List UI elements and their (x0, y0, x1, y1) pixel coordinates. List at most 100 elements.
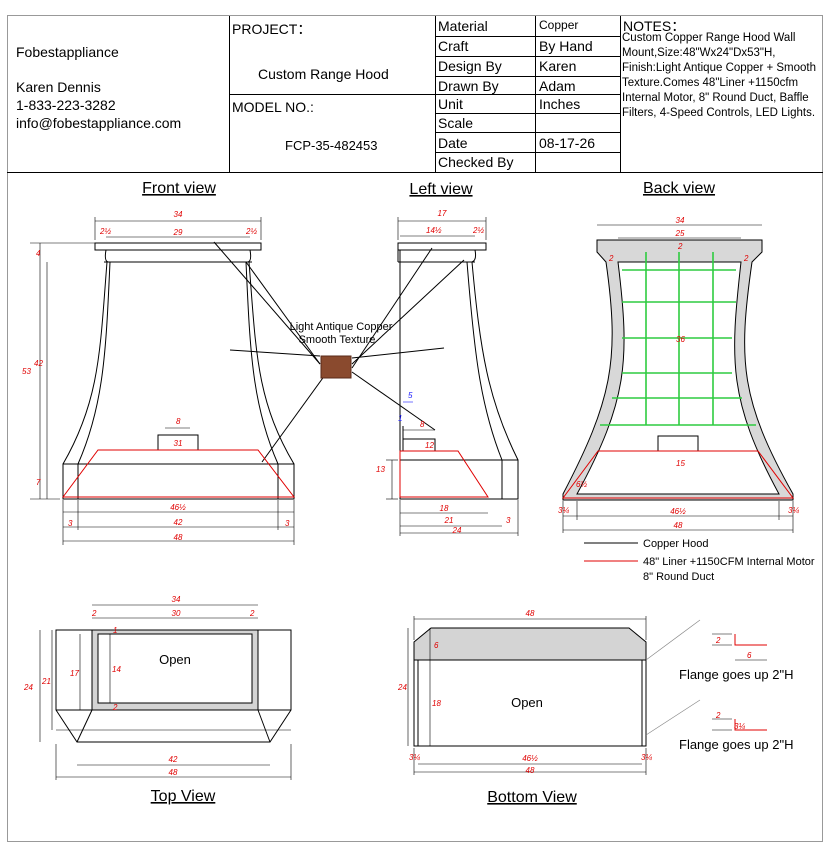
left-dim-w12: 12 (425, 441, 434, 450)
top-dim-h21: 21 (41, 677, 51, 686)
front-dim-h42: 42 (34, 359, 43, 368)
bottom-dim-v6: 6 (434, 641, 439, 650)
top-open-label: Open (159, 652, 191, 667)
company-name: Fobestappliance (16, 44, 119, 60)
front-dim-left-2: 2½ (99, 227, 111, 236)
back-dim-h6: 6½ (576, 480, 587, 489)
title-block-grid (7, 15, 823, 842)
left-dim-w2: 2½ (472, 226, 484, 235)
legend-liner: 48" Liner +1150CFM Internal Motor (643, 556, 815, 568)
back-dim-c2: 2 (677, 242, 683, 251)
front-dim-top-width: 34 (174, 210, 183, 219)
bottom-dim-r3: 3¼ (641, 753, 652, 762)
left-dim-h13: 13 (376, 465, 385, 474)
top-dim-w42: 42 (169, 755, 178, 764)
contact-phone: 1-833-223-3282 (16, 97, 116, 113)
front-dim-w46: 46½ (170, 503, 186, 512)
back-dim-l2: 2 (608, 254, 614, 263)
field-value-date: 08-17-26 (539, 135, 596, 151)
field-label-checked-by: Checked By (438, 154, 514, 170)
front-dim-w48: 48 (174, 533, 183, 542)
legend-copper: Copper Hood (643, 538, 708, 550)
top-view-drawing: 34 2 30 2 1 17 14 21 24 2 42 48 Open (23, 595, 292, 780)
back-dim-w34: 34 (676, 216, 685, 225)
back-dim-r2: 2 (743, 254, 749, 263)
bottom-dim-h18: 18 (432, 699, 441, 708)
top-dim-w48: 48 (169, 768, 178, 777)
left-dim-v5: 5 (408, 391, 413, 400)
front-dim-right-2: 2½ (245, 227, 257, 236)
contact-email: info@fobestappliance.com (16, 115, 182, 131)
flange-dim-2a: 2 (715, 636, 721, 645)
project-value: Custom Range Hood (258, 66, 389, 82)
field-value-unit: Inches (539, 96, 581, 112)
back-view-drawing: 34 25 2 2 2 36 15 6½ 3¼ 46½ 3¼ 48 (558, 216, 799, 533)
front-dim-w3l: 3 (68, 519, 73, 528)
top-view-title: Top View (151, 788, 216, 805)
back-dim-w3r: 3¼ (788, 506, 799, 515)
project-label: PROJECT： (232, 21, 312, 37)
field-value-design-by: Karen (539, 58, 577, 74)
top-dim-v1: 1 (113, 626, 117, 635)
field-value-material: Copper (539, 18, 579, 32)
top-dim-w30: 30 (172, 609, 181, 618)
field-value-craft: By Hand (539, 38, 593, 54)
back-dim-h15: 15 (676, 459, 685, 468)
front-dim-inner: 29 (173, 228, 183, 237)
bottom-view-title: Bottom View (487, 789, 577, 806)
back-dim-w25: 25 (675, 229, 685, 238)
field-label-material: Material (438, 18, 488, 34)
top-dim-w34: 34 (172, 595, 181, 604)
left-dim-w24: 24 (452, 526, 462, 535)
top-dim-h14: 14 (112, 665, 121, 674)
notes-text: Custom Copper Range Hood Wall Mount,Size… (622, 32, 817, 119)
flange-dim-6: 6 (747, 651, 752, 660)
flange-label-2: Flange goes up 2"H (679, 737, 793, 752)
field-value-drawn-by: Adam (539, 78, 576, 94)
bottom-open-label: Open (511, 695, 543, 710)
field-label-design-by: Design By (438, 58, 502, 74)
back-dim-w48: 48 (674, 521, 683, 530)
field-label-scale: Scale (438, 115, 474, 131)
flange-dim-3: 3¼ (734, 722, 745, 731)
back-dim-w3l: 3¼ (558, 506, 569, 515)
bottom-dim-w48b: 48 (526, 766, 535, 775)
bottom-dim-h24: 24 (397, 683, 407, 692)
front-dim-w42: 42 (174, 518, 183, 527)
field-label-date: Date (438, 135, 468, 151)
flange-label-1: Flange goes up 2"H (679, 667, 793, 682)
left-dim-w3: 3 (506, 516, 511, 525)
front-dim-h53: 53 (22, 367, 31, 376)
front-view-title: Front view (142, 180, 216, 197)
bottom-view-drawing: 48 6 24 18 3¼ 46½ 3¼ 48 Open 2 6 2 3¼ Fl… (397, 609, 793, 775)
back-dim-w46: 46½ (670, 507, 686, 516)
bottom-dim-w48: 48 (526, 609, 535, 618)
left-dim-w17: 17 (438, 209, 447, 218)
legend-duct: 8" Round Duct (643, 571, 714, 583)
left-dim-v1: 1 (398, 414, 402, 423)
left-view-drawing: 17 14½ 2½ 5 1 8 12 13 18 21 3 24 (351, 209, 519, 536)
left-dim-w14: 14½ (426, 226, 442, 235)
field-label-craft: Craft (438, 38, 469, 54)
back-dim-h36: 36 (676, 335, 685, 344)
field-label-unit: Unit (438, 96, 463, 112)
top-dim-l2: 2 (91, 609, 97, 618)
front-dim-h7: 7 (36, 478, 41, 487)
legend: Copper Hood 48" Liner +1150CFM Internal … (584, 538, 815, 583)
finish-label-line2: Smooth Texture (299, 334, 376, 346)
top-dim-b2: 2 (112, 703, 118, 712)
left-dim-w21: 21 (444, 516, 454, 525)
notes-label: NOTES： (623, 18, 686, 34)
bottom-dim-l3: 3¼ (409, 753, 420, 762)
front-dim-duct-label: 31 (174, 439, 183, 448)
front-dim-h4: 4 (36, 249, 41, 258)
front-dim-w3r: 3 (285, 519, 290, 528)
top-dim-h24: 24 (23, 683, 33, 692)
top-dim-h17: 17 (70, 669, 79, 678)
front-view-drawing: 34 2½ 29 2½ 4 42 53 8 31 7 46½ 3 42 3 48 (22, 210, 326, 545)
copper-swatch (320, 355, 352, 379)
contact-name: Karen Dennis (16, 79, 101, 95)
flange-dim-2b: 2 (715, 711, 721, 720)
